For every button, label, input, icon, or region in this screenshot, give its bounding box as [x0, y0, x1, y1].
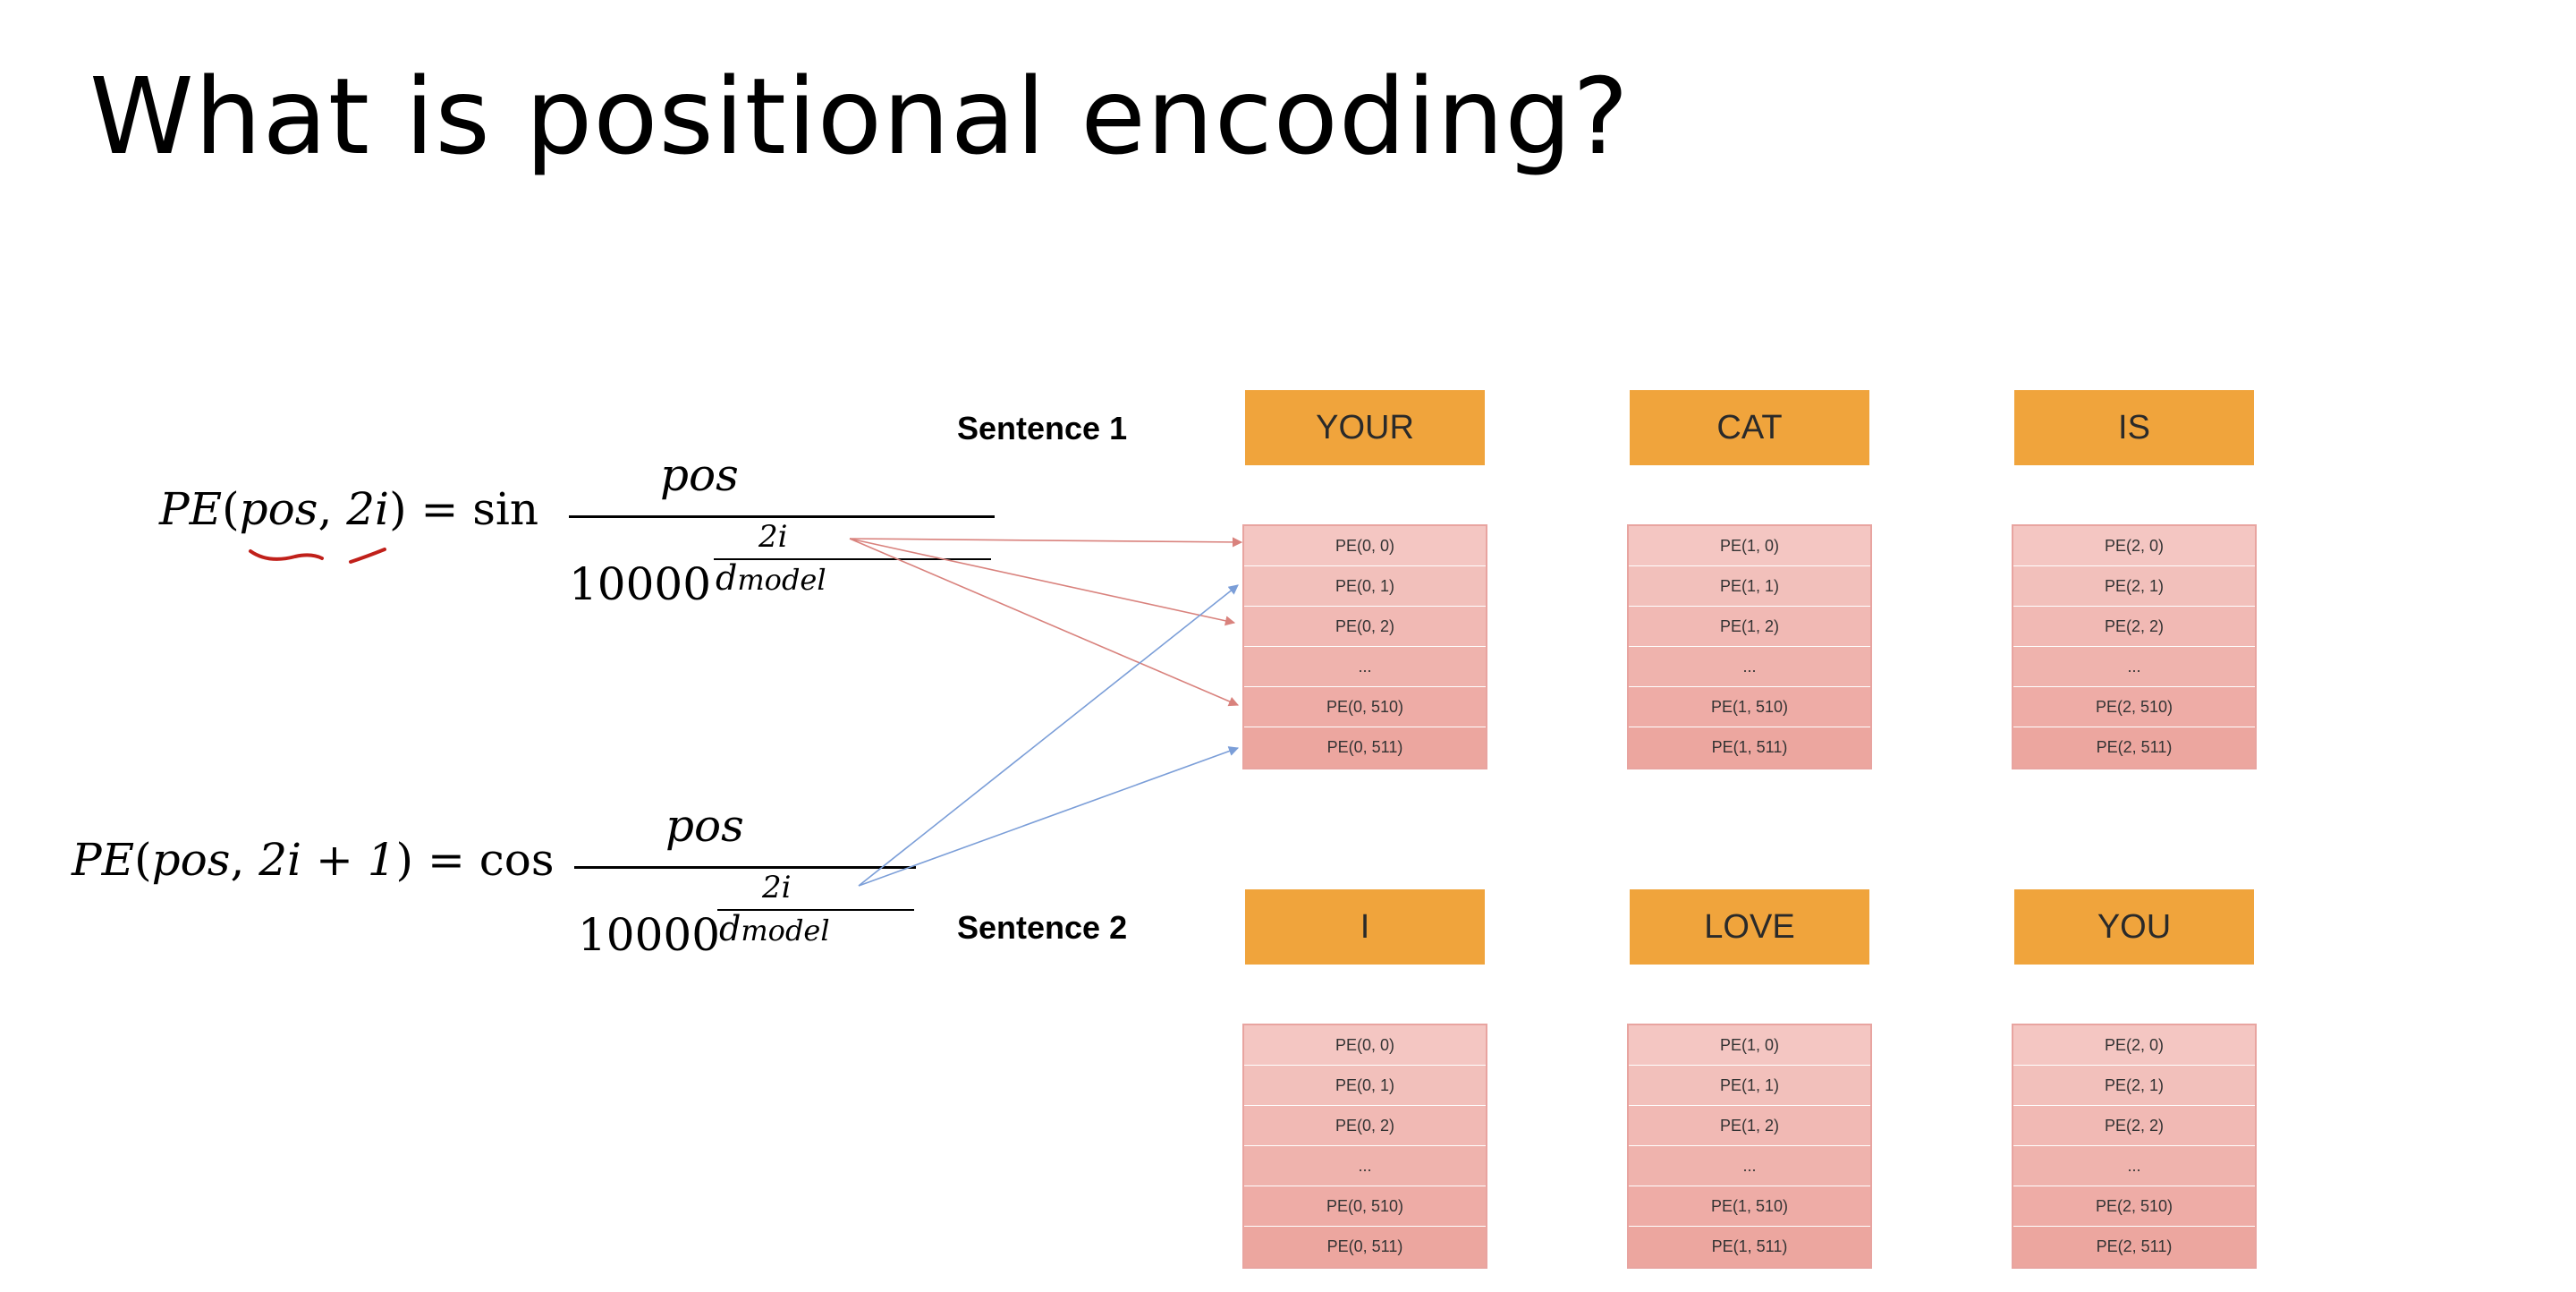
sin-numerator: pos — [660, 449, 739, 501]
handwritten-underline-annotation — [249, 548, 386, 564]
cos-exponent-denominator: dmodel — [719, 909, 830, 948]
underline-pos — [249, 549, 324, 561]
pe-cell: PE(1, 2) — [1629, 607, 1870, 647]
sin-lhs-close: ) — [389, 483, 407, 535]
pe-cell: PE(2, 511) — [2013, 727, 2255, 768]
pe-cell: PE(2, 2) — [2013, 1106, 2255, 1146]
pe-table: PE(2, 0)PE(2, 1)PE(2, 2)...PE(2, 510)PE(… — [2012, 524, 2257, 769]
sin-arrow-to-pe-0 — [849, 537, 1243, 548]
pe-table: PE(1, 0)PE(1, 1)PE(1, 2)...PE(1, 510)PE(… — [1627, 1024, 1872, 1269]
pe-cell: ... — [1244, 647, 1486, 687]
pe-table: PE(0, 0)PE(0, 1)PE(0, 2)...PE(0, 510)PE(… — [1242, 524, 1487, 769]
pe-cell: PE(2, 510) — [2013, 687, 2255, 727]
cos-arrow-to-pe-1 — [858, 584, 1239, 887]
pe-cell: PE(0, 1) — [1244, 1066, 1486, 1106]
pe-cell: PE(0, 511) — [1244, 1227, 1486, 1267]
pe-cell: PE(1, 510) — [1629, 1186, 1870, 1227]
cos-exponent-numerator: 2i — [762, 870, 792, 905]
cos-lhs-close: ) — [395, 834, 414, 886]
cos-exponent-bar — [717, 909, 914, 911]
token-cat: CAT — [1630, 390, 1869, 465]
token-your: YOUR — [1245, 390, 1485, 465]
sin-arrow-to-pe-510 — [849, 538, 1240, 707]
pe-cell: PE(2, 510) — [2013, 1186, 2255, 1227]
pe-cell: PE(0, 0) — [1244, 1025, 1486, 1066]
pe-cell: PE(2, 511) — [2013, 1227, 2255, 1267]
cos-equals: = — [413, 834, 479, 886]
cos-fraction-bar — [574, 866, 916, 869]
pe-table: PE(1, 0)PE(1, 1)PE(1, 2)...PE(1, 510)PE(… — [1627, 524, 1872, 769]
sin-lhs-index: 2i — [346, 483, 390, 535]
cos-lhs-pe: PE — [72, 834, 135, 886]
sin-lhs-pos: pos — [239, 483, 318, 535]
pe-cell: PE(2, 0) — [2013, 526, 2255, 566]
pe-cell: PE(2, 0) — [2013, 1025, 2255, 1066]
sin-lhs-pe: PE — [159, 483, 223, 535]
sin-exponent-bar — [714, 558, 991, 560]
pe-cell: PE(1, 2) — [1629, 1106, 1870, 1146]
pe-cell: PE(0, 2) — [1244, 1106, 1486, 1146]
pe-cell: ... — [2013, 1146, 2255, 1186]
pe-table: PE(0, 0)PE(0, 1)PE(0, 2)...PE(0, 510)PE(… — [1242, 1024, 1487, 1269]
pe-table: PE(2, 0)PE(2, 1)PE(2, 2)...PE(2, 510)PE(… — [2012, 1024, 2257, 1269]
pe-cell: PE(1, 511) — [1629, 1227, 1870, 1267]
sin-denominator-base: 10000 — [569, 558, 712, 610]
pe-cell: PE(0, 510) — [1244, 687, 1486, 727]
cos-function: cos — [479, 834, 555, 886]
sin-arrow-to-pe-2 — [849, 538, 1236, 626]
pe-cell: PE(2, 1) — [2013, 566, 2255, 607]
sin-fraction-bar — [569, 515, 995, 518]
pe-cell: PE(2, 1) — [2013, 1066, 2255, 1106]
cos-lhs-index: 2i + 1 — [258, 834, 396, 886]
pe-cell: PE(1, 1) — [1629, 1066, 1870, 1106]
pe-cell: PE(0, 1) — [1244, 566, 1486, 607]
pe-cell: PE(2, 2) — [2013, 607, 2255, 647]
pe-cell: ... — [1629, 1146, 1870, 1186]
sin-exponent-numerator: 2i — [758, 519, 788, 555]
pe-cell: PE(0, 511) — [1244, 727, 1486, 768]
cos-lhs-pos: pos — [151, 834, 231, 886]
pe-cell: PE(1, 0) — [1629, 1025, 1870, 1066]
token-you: YOU — [2014, 889, 2254, 965]
sin-exponent-denominator: dmodel — [716, 558, 826, 598]
pe-cell: ... — [2013, 647, 2255, 687]
cos-arrows — [858, 584, 1240, 887]
cos-lhs-open: ( — [134, 834, 152, 886]
underline-2i — [349, 548, 386, 564]
cos-formula: PE(pos, 2i + 1) = cos pos 10000 2i dmode… — [72, 800, 916, 966]
cos-numerator: pos — [665, 800, 744, 852]
sin-function: sin — [472, 483, 539, 535]
sentence-1-label: Sentence 1 — [957, 410, 1128, 446]
pe-cell: PE(1, 1) — [1629, 566, 1870, 607]
sin-equals: = — [406, 483, 473, 535]
sentence-2-label: Sentence 2 — [957, 909, 1128, 946]
pe-cell: PE(0, 510) — [1244, 1186, 1486, 1227]
sin-lhs-open: ( — [222, 483, 240, 535]
sin-formula: PE(pos, 2i) = sin pos 10000 2i dmodel — [159, 449, 995, 617]
token-i: I — [1245, 889, 1485, 965]
pe-cell: PE(1, 511) — [1629, 727, 1870, 768]
pe-cell: ... — [1244, 1146, 1486, 1186]
cos-arrow-to-pe-511 — [858, 746, 1240, 887]
pe-cell: ... — [1629, 647, 1870, 687]
cos-lhs-comma: , — [230, 834, 259, 886]
sin-lhs-comma: , — [318, 483, 347, 535]
pe-cell: PE(1, 0) — [1629, 526, 1870, 566]
pe-cell: PE(0, 0) — [1244, 526, 1486, 566]
cos-denominator-base: 10000 — [578, 909, 721, 961]
token-love: LOVE — [1630, 889, 1869, 965]
sin-arrows — [849, 537, 1243, 707]
token-is: IS — [2014, 390, 2254, 465]
page-title: What is positional encoding? — [89, 55, 1630, 178]
pe-cell: PE(0, 2) — [1244, 607, 1486, 647]
pe-cell: PE(1, 510) — [1629, 687, 1870, 727]
